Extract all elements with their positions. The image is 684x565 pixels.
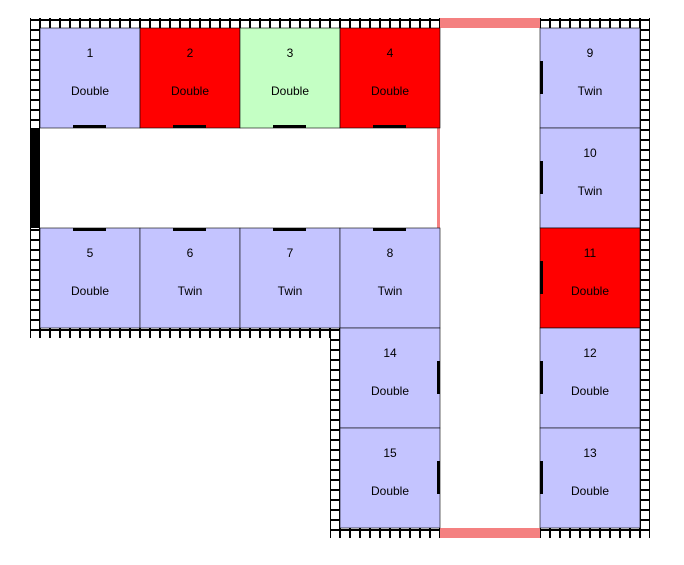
room-tile[interactable] bbox=[539, 227, 641, 329]
door bbox=[540, 161, 543, 194]
door bbox=[373, 228, 406, 231]
room-tile[interactable] bbox=[539, 427, 641, 529]
wall-top-right bbox=[540, 18, 650, 28]
room-tile[interactable] bbox=[39, 27, 141, 129]
room-type: Twin bbox=[578, 84, 603, 98]
room-number: 5 bbox=[87, 246, 94, 260]
room-number: 14 bbox=[383, 346, 397, 360]
room-tile[interactable] bbox=[539, 27, 641, 129]
room-number: 10 bbox=[583, 146, 597, 160]
room-type: Double bbox=[571, 384, 609, 398]
room-type: Twin bbox=[378, 284, 403, 298]
exit-bottom bbox=[440, 528, 540, 538]
door bbox=[73, 125, 106, 128]
room-type: Double bbox=[571, 484, 609, 498]
wall-bottom-right bbox=[540, 528, 650, 538]
room-tile[interactable] bbox=[339, 27, 441, 129]
room-number: 1 bbox=[87, 46, 94, 60]
door bbox=[540, 261, 543, 294]
room-tile[interactable] bbox=[39, 227, 141, 329]
room-type: Double bbox=[371, 84, 409, 98]
exit-corridor-right bbox=[437, 128, 440, 228]
exit-left bbox=[30, 128, 40, 228]
wall-left-upper bbox=[30, 28, 40, 128]
room-tile[interactable] bbox=[239, 27, 341, 129]
room-type: Double bbox=[571, 284, 609, 298]
wall-bottom-left bbox=[330, 528, 440, 538]
door bbox=[437, 461, 440, 494]
room-number: 13 bbox=[583, 446, 597, 460]
room-number: 7 bbox=[287, 246, 294, 260]
room-type: Twin bbox=[178, 284, 203, 298]
room-type: Double bbox=[171, 84, 209, 98]
door bbox=[273, 125, 306, 128]
door bbox=[437, 361, 440, 394]
door bbox=[540, 361, 543, 394]
room-number: 6 bbox=[187, 246, 194, 260]
room-number: 12 bbox=[583, 346, 597, 360]
door bbox=[540, 461, 543, 494]
door bbox=[173, 125, 206, 128]
walls bbox=[30, 18, 650, 538]
room-tile[interactable] bbox=[239, 227, 341, 329]
exits bbox=[30, 18, 540, 538]
door bbox=[540, 61, 543, 94]
exit-top bbox=[440, 18, 540, 28]
room-number: 4 bbox=[387, 46, 394, 60]
room-type: Twin bbox=[578, 184, 603, 198]
room-tile[interactable] bbox=[339, 427, 441, 529]
door bbox=[173, 228, 206, 231]
room-tile[interactable] bbox=[139, 227, 241, 329]
room-tile[interactable] bbox=[339, 227, 441, 329]
room-type: Double bbox=[71, 284, 109, 298]
wall-left-wing-bottom bbox=[30, 328, 340, 338]
room-tile[interactable] bbox=[139, 27, 241, 129]
wall-left-lower bbox=[30, 228, 40, 328]
room-number: 11 bbox=[584, 246, 597, 260]
room-tile[interactable] bbox=[339, 327, 441, 429]
door bbox=[373, 125, 406, 128]
wall-top-left bbox=[30, 18, 440, 28]
room-number: 2 bbox=[187, 46, 194, 60]
wall-lower-wing-left bbox=[330, 338, 340, 528]
wall-right bbox=[640, 28, 650, 528]
rooms: 1Double2Double3Double4Double5Double6Twin… bbox=[39, 27, 641, 529]
room-type: Double bbox=[371, 484, 409, 498]
room-number: 15 bbox=[383, 446, 397, 460]
room-type: Twin bbox=[278, 284, 303, 298]
room-tile[interactable] bbox=[539, 327, 641, 429]
room-type: Double bbox=[271, 84, 309, 98]
room-type: Double bbox=[71, 84, 109, 98]
room-number: 8 bbox=[387, 246, 394, 260]
room-number: 9 bbox=[587, 46, 594, 60]
room-type: Double bbox=[371, 384, 409, 398]
door bbox=[273, 228, 306, 231]
room-tile[interactable] bbox=[539, 127, 641, 229]
door bbox=[73, 228, 106, 231]
room-number: 3 bbox=[287, 46, 294, 60]
